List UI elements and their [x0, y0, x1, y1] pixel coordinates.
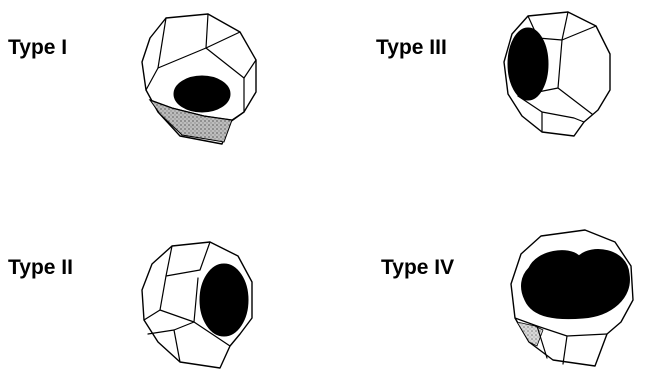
type-iv-sphere-illustration	[507, 226, 637, 371]
type-i-defect	[174, 76, 230, 112]
type-iv-label: Type IV	[381, 256, 454, 280]
type-i-label: Type I	[8, 36, 67, 60]
type-iii-defect	[508, 28, 548, 100]
type-ii-diagram	[138, 238, 258, 371]
type-ii-defect	[200, 264, 248, 336]
type-i-sphere-illustration	[132, 8, 262, 150]
type-ii-label: Type II	[8, 256, 73, 280]
type-iv-diagram	[507, 226, 637, 371]
type-iii-diagram	[498, 8, 614, 140]
type-ii-sphere-illustration	[138, 238, 258, 371]
type-iii-sphere-illustration	[498, 8, 614, 140]
type-iv-defect	[522, 250, 630, 319]
type-i-diagram	[132, 8, 262, 150]
type-iii-label: Type III	[376, 36, 447, 60]
